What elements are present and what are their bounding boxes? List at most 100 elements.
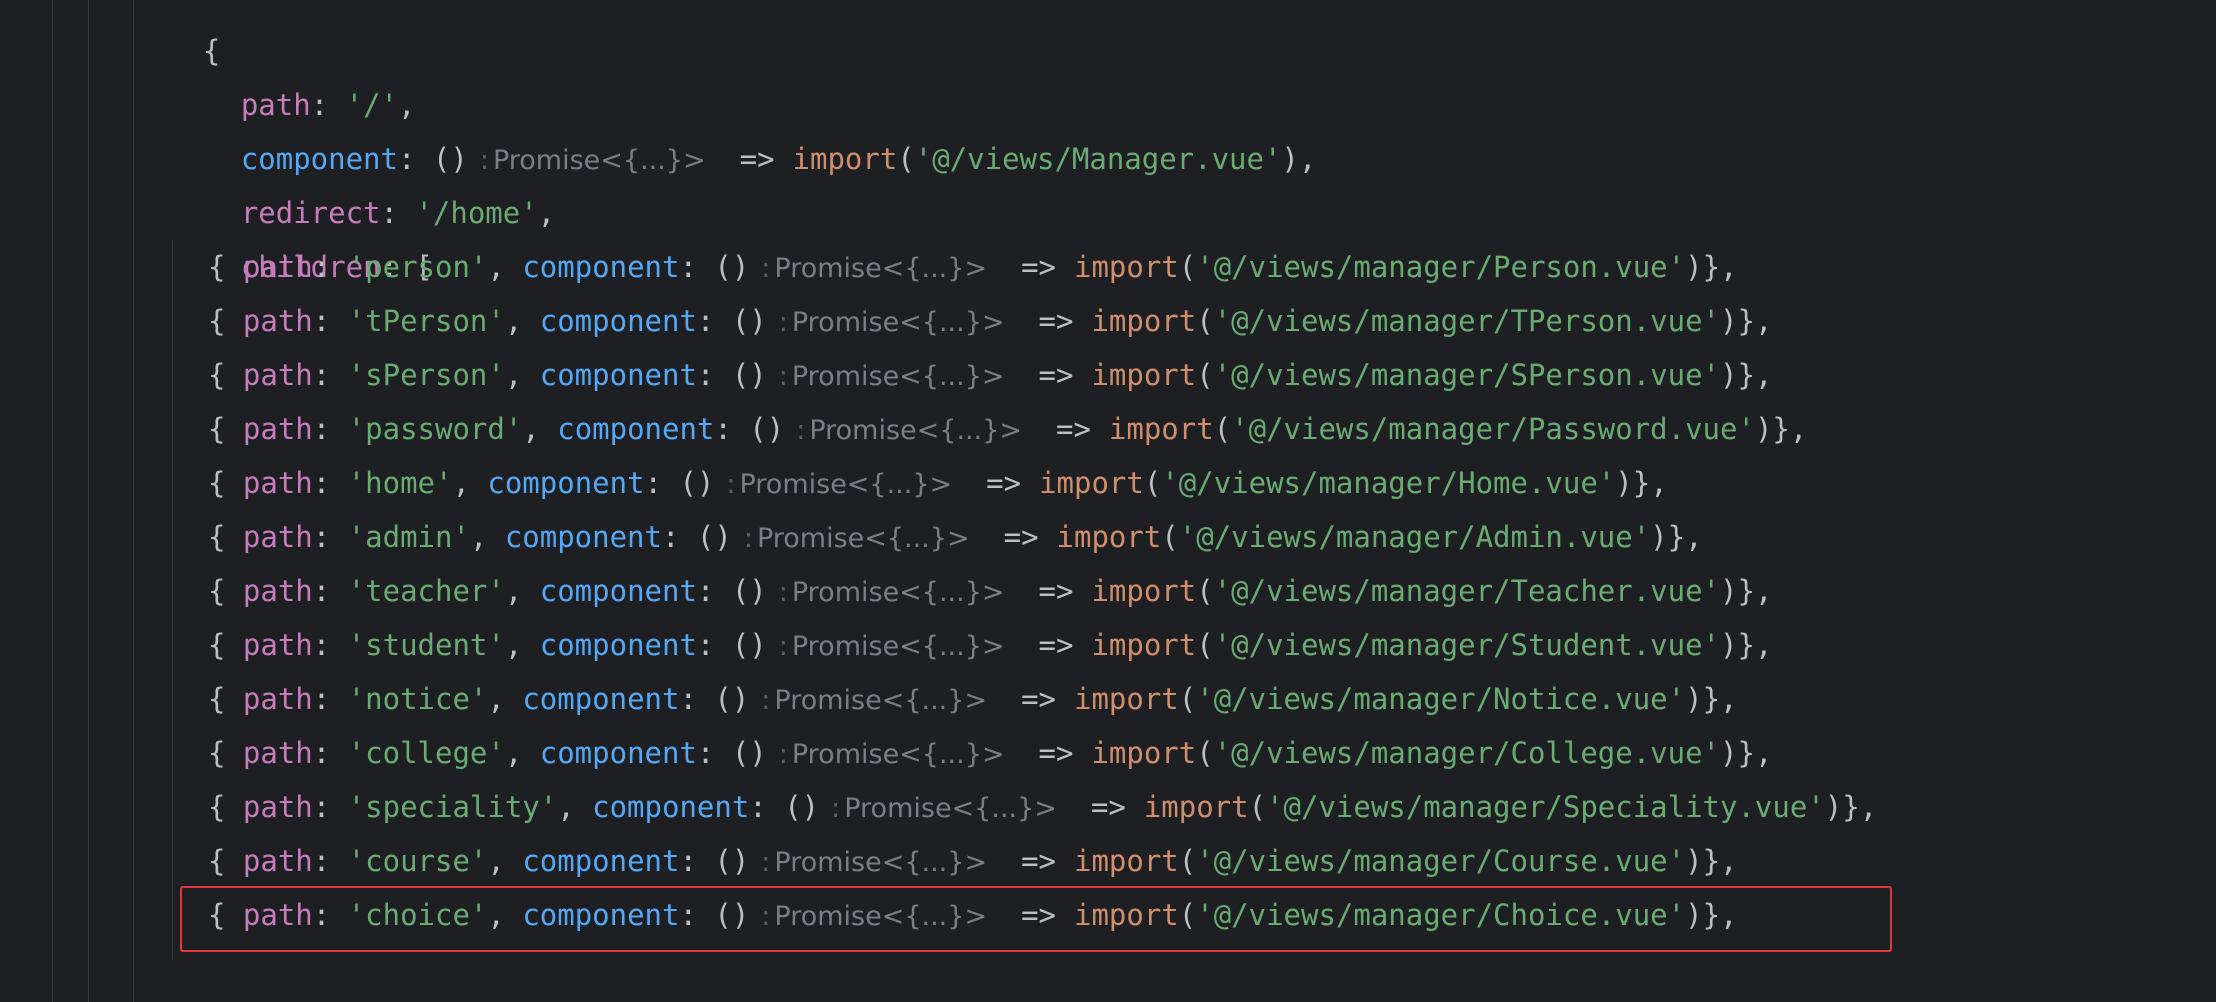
component-key: component: [539, 628, 697, 662]
child-route-line[interactable]: { path: 'admin', component: ():Promise<{…: [208, 510, 1703, 564]
code-line-children-close[interactable]: ]: [171, 940, 258, 994]
colon: :: [312, 736, 348, 770]
inlay-hint-colon: :: [761, 685, 771, 716]
child-route-line[interactable]: { path: 'password', component: ():Promis…: [208, 402, 1807, 456]
inlay-type-hint: Promise<{...}>: [791, 307, 1005, 338]
open-brace: {: [208, 304, 243, 338]
close-brace: }: [1737, 358, 1755, 392]
child-route-line[interactable]: { path: 'teacher', component: ():Promise…: [208, 564, 1772, 618]
child-route-line[interactable]: { path: 'course', component: ():Promise<…: [208, 834, 1738, 888]
comma: ,: [469, 520, 488, 554]
component-key: component: [592, 790, 750, 824]
open-brace: {: [208, 682, 243, 716]
space: [522, 736, 539, 770]
path-key: path: [242, 682, 313, 716]
redirect-key: redirect: [240, 196, 381, 230]
open-paren: (: [1196, 304, 1214, 338]
code-line-path[interactable]: path: '/',: [240, 88, 416, 122]
child-route-line[interactable]: { path: 'student', component: ():Promise…: [208, 618, 1772, 672]
colon: :: [679, 898, 715, 932]
arrow: =>: [1038, 574, 1074, 608]
close-paren: ): [1615, 466, 1633, 500]
open-brace: {: [208, 466, 243, 500]
inlay-hint-colon: :: [778, 307, 788, 338]
close-paren: ): [1685, 844, 1703, 878]
arrow-params: (): [731, 736, 767, 770]
arrow-params: (): [714, 682, 750, 716]
child-import-path: '@/views/manager/Course.vue': [1196, 844, 1686, 878]
colon: :: [312, 250, 348, 284]
trailing-comma: ,: [1754, 574, 1773, 608]
path-key: path: [242, 574, 313, 608]
trailing-comma: ,: [1859, 790, 1878, 824]
code-line-redirect[interactable]: redirect: '/home',: [240, 196, 556, 230]
arrow: =>: [1056, 412, 1091, 446]
close-brace: }: [1737, 574, 1755, 608]
arrow: =>: [986, 466, 1022, 500]
child-route-line[interactable]: { path: 'person', component: ():Promise<…: [208, 240, 1738, 294]
import-keyword: import: [1143, 790, 1249, 824]
arrow-params: (): [714, 250, 750, 284]
open-brace: {: [208, 898, 243, 932]
open-paren: (: [1248, 790, 1267, 824]
comma: ,: [487, 898, 505, 932]
open-brace: {: [208, 250, 243, 284]
inlay-hint-colon: :: [778, 631, 788, 662]
child-route-line[interactable]: { path: 'home', component: ():Promise<{.…: [208, 456, 1668, 510]
arrow: =>: [1038, 736, 1074, 770]
comma: ,: [522, 412, 540, 446]
highlight-box: [180, 886, 1892, 952]
children-key: children: [240, 250, 381, 284]
trailing-comma: ,: [1754, 304, 1773, 338]
open-brace: {: [208, 358, 243, 392]
path-key: path: [242, 466, 313, 500]
open-paren: (: [1178, 844, 1197, 878]
code-line-component[interactable]: component: ():Promise<{...}>=>import('@/…: [240, 142, 1317, 176]
child-route-line[interactable]: { path: 'notice', component: ():Promise<…: [208, 672, 1738, 726]
component-key: component: [522, 682, 680, 716]
code-line-children[interactable]: children: [: [240, 250, 433, 284]
colon: :: [312, 682, 348, 716]
inlay-type-hint: Promise<{...}>: [774, 901, 988, 932]
colon: :: [696, 628, 732, 662]
path-value: '/': [345, 88, 398, 122]
import-keyword: import: [1074, 250, 1179, 284]
open-paren: (: [1196, 628, 1214, 662]
close-brace: }: [1772, 412, 1790, 446]
colon: :: [749, 790, 785, 824]
close-brace: }: [1702, 898, 1721, 932]
arrow-params: (): [696, 520, 732, 554]
child-route-line[interactable]: { path: 'college', component: ():Promise…: [208, 726, 1772, 780]
trailing-comma: ,: [1754, 358, 1773, 392]
component-key: component: [487, 466, 645, 500]
open-brace: {: [208, 736, 243, 770]
trailing-comma: ,: [1720, 682, 1738, 716]
colon: :: [312, 628, 348, 662]
open-brace: {: [208, 628, 243, 662]
open-paren: (: [1143, 466, 1162, 500]
comma: ,: [487, 844, 505, 878]
child-route-line[interactable]: { path: 'sPerson', component: ():Promise…: [208, 348, 1772, 402]
component-key: component: [522, 898, 680, 932]
child-path-value: 'speciality': [347, 790, 558, 824]
close-brace: }: [1737, 304, 1755, 338]
child-route-line[interactable]: { path: 'speciality', component: ():Prom…: [208, 780, 1877, 834]
child-route-line[interactable]: { path: 'choice', component: ():Promise<…: [208, 888, 1738, 942]
inlay-hint-colon: :: [726, 469, 736, 500]
code-line-open-brace[interactable]: {: [202, 34, 221, 68]
colon: :: [312, 358, 348, 392]
child-import-path: '@/views/manager/Home.vue': [1161, 466, 1616, 500]
trailing-comma: ,: [1789, 412, 1808, 446]
open-paren: (: [1178, 682, 1197, 716]
component-key: component: [557, 412, 715, 446]
inlay-type-hint: Promise<{...}>: [774, 847, 988, 878]
colon: :: [312, 304, 348, 338]
child-route-line[interactable]: { path: 'tPerson', component: ():Promise…: [208, 294, 1772, 348]
close-paren: ): [1824, 790, 1843, 824]
inlay-type-hint: Promise<{...}>: [809, 415, 1022, 446]
space: [487, 520, 504, 554]
child-import-path: '@/views/manager/Admin.vue': [1178, 520, 1651, 554]
child-import-path: '@/views/manager/Person.vue': [1196, 250, 1686, 284]
comma: ,: [557, 790, 575, 824]
